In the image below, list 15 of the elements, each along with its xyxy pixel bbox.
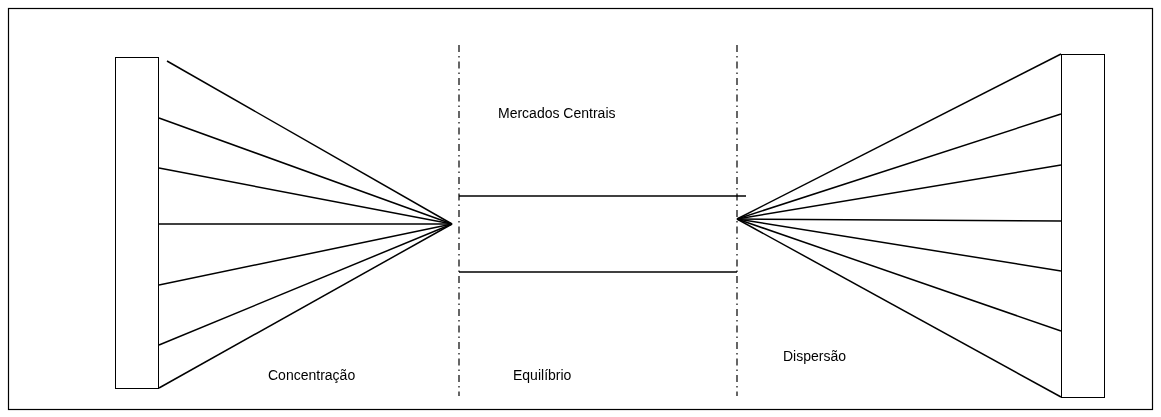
fan-line [736, 218, 1062, 272]
fan-line [158, 223, 453, 346]
vertical-bar [1061, 54, 1105, 398]
text-label: Mercados Centrais [498, 105, 616, 121]
fan-line [736, 218, 1062, 332]
fan-line [736, 218, 1062, 398]
text-label: Concentração [268, 367, 356, 383]
fan-line [166, 60, 453, 225]
text-label: Dispersão [783, 348, 847, 364]
text-label: Equilíbrio [513, 367, 572, 383]
vertical-bar [115, 57, 159, 389]
fan-line [158, 223, 453, 389]
fan-line [736, 53, 1062, 220]
fan-line [736, 113, 1062, 220]
fan-line [158, 117, 453, 225]
